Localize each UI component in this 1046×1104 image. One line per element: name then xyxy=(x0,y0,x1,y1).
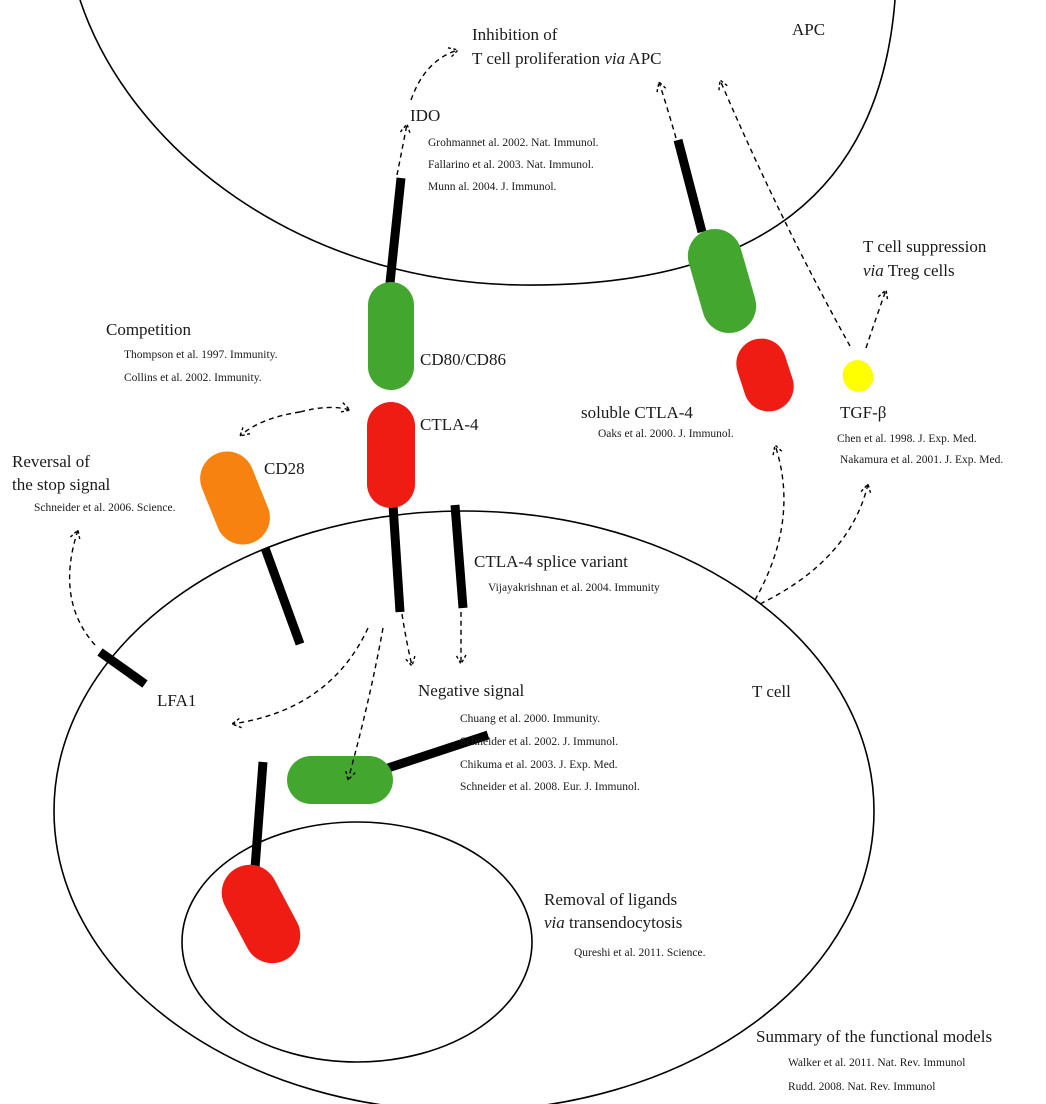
endocytosed-ctla4-tail xyxy=(250,761,268,869)
svg-text:Munn al. 2004. J. Immunol.: Munn al. 2004. J. Immunol. xyxy=(428,181,557,193)
svg-text:Walker et al. 2011. Nat. Rev.: Walker et al. 2011. Nat. Rev. Immunol xyxy=(788,1057,965,1069)
tgf-inhibition-arrow xyxy=(720,80,851,347)
inhibition-title-line1: Inhibition of xyxy=(472,25,558,44)
t-cell-membrane xyxy=(53,510,875,1104)
ctla4-t-cell xyxy=(367,402,415,508)
cd80-cd86-label: CD80/CD86 xyxy=(420,350,506,369)
competition-arrow xyxy=(240,411,301,436)
cd80-cd86-apc xyxy=(368,282,414,390)
ctla4-negative-arrow xyxy=(402,613,412,666)
removal-reference: Qureshi et al. 2011. Science. xyxy=(574,947,706,959)
removal-line2: via transendocytosis xyxy=(544,913,682,932)
ctla4-label: CTLA-4 xyxy=(420,415,479,434)
svg-text:Chen et al. 1998. J. Exp. Med.: Chen et al. 1998. J. Exp. Med. xyxy=(837,433,977,445)
endosome-vesicle xyxy=(181,821,533,1063)
ido-references: Grohmannet al. 2002. Nat. Immunol. Falla… xyxy=(428,137,599,193)
svg-text:Thompson et al. 1997. Immunity: Thompson et al. 1997. Immunity. xyxy=(124,349,278,361)
summary-references: Walker et al. 2011. Nat. Rev. Immunol Ru… xyxy=(788,1057,965,1093)
t-cell-label: T cell xyxy=(752,682,791,701)
reversal-reference: Schneider et al. 2006. Science. xyxy=(34,502,176,514)
tgf-beta-label: TGF-β xyxy=(840,403,886,422)
transendocytosis-arrow xyxy=(348,627,384,780)
svg-text:Grohmannet al. 2002. Nat. Immu: Grohmannet al. 2002. Nat. Immunol. xyxy=(428,137,599,149)
dashed-arrows xyxy=(70,50,886,780)
treg-suppression-line1: T cell suppression xyxy=(863,237,987,256)
competition-arrow-back xyxy=(299,407,350,412)
lfa1-label: LFA1 xyxy=(157,691,196,710)
svg-text:Chuang et al. 2000. Immunity.: Chuang et al. 2000. Immunity. xyxy=(460,713,600,725)
cd28-tail xyxy=(260,546,305,646)
svg-text:Chikuma et al. 2003. J. Exp. M: Chikuma et al. 2003. J. Exp. Med. xyxy=(460,759,618,771)
ctla4-tail xyxy=(388,504,405,613)
cd28-label: CD28 xyxy=(264,459,305,478)
endocytosed-ctla4 xyxy=(221,864,301,964)
soluble-release-arrow xyxy=(754,445,784,601)
soluble-cd80-cd86 xyxy=(687,229,757,333)
tgf-beta-molecule xyxy=(842,360,874,392)
soluble-ctla4 xyxy=(736,338,794,412)
removal-line1: Removal of ligands xyxy=(544,890,677,909)
competition-label: Competition xyxy=(106,320,192,339)
apc-cell-membrane xyxy=(79,0,896,286)
lfa1-stick xyxy=(97,648,148,688)
splice-variant-label: CTLA-4 splice variant xyxy=(474,552,628,571)
reversal-line2: the stop signal xyxy=(12,475,110,494)
soluble-cd80-tail xyxy=(673,138,707,234)
svg-text:Schneider et al. 2002. J. Immu: Schneider et al. 2002. J. Immunol. xyxy=(460,736,618,748)
summary-title: Summary of the functional models xyxy=(756,1027,992,1046)
reversal-arrow xyxy=(70,530,96,646)
svg-text:Schneider et al. 2008. Eur. J.: Schneider et al. 2008. Eur. J. Immunol. xyxy=(460,781,640,793)
competition-references: Thompson et al. 1997. Immunity. Collins … xyxy=(124,349,278,384)
reversal-line1: Reversal of xyxy=(12,452,90,471)
inhibition-title-line2: T cell proliferation via APC xyxy=(472,49,662,68)
splice-variant-reference: Vijayakrishnan et al. 2004. Immunity xyxy=(488,582,660,594)
endocytosed-cd80-tail xyxy=(386,730,490,773)
soluble-ctla4-label: soluble CTLA-4 xyxy=(581,403,693,422)
svg-text:Nakamura et al. 2001. J. Exp.: Nakamura et al. 2001. J. Exp. Med. xyxy=(840,454,1003,466)
ctla4-splice-variant-stick xyxy=(450,504,468,609)
cd80-apc-tail xyxy=(385,177,406,284)
svg-text:Collins et al. 2002. Immunity.: Collins et al. 2002. Immunity. xyxy=(124,372,262,384)
cd28-protein xyxy=(200,451,270,545)
negative-signal-references: Chuang et al. 2000. Immunity. Schneider … xyxy=(460,713,640,793)
svg-text:Fallarino et al. 2003. Nat. Im: Fallarino et al. 2003. Nat. Immunol. xyxy=(428,159,594,171)
endocytosed-cd80-cd86 xyxy=(287,756,393,804)
ido-label: IDO xyxy=(410,106,440,125)
negative-signal-label: Negative signal xyxy=(418,681,524,700)
ido-arrow xyxy=(397,124,407,176)
treg-suppression-line2: via Treg cells xyxy=(863,261,955,280)
tgf-treg-arrow xyxy=(865,290,886,349)
soluble-ctla4-reference: Oaks et al. 2000. J. Immunol. xyxy=(598,428,734,440)
inhibition-arrow xyxy=(410,50,458,101)
tgf-release-arrow xyxy=(759,484,868,605)
soluble-inhibition-arrow xyxy=(659,82,677,139)
tgf-beta-references: Chen et al. 1998. J. Exp. Med. Nakamura … xyxy=(837,433,1003,466)
lfa1-arrow xyxy=(232,627,369,724)
apc-label: APC xyxy=(792,20,825,39)
svg-text:Rudd. 2008. Nat. Rev. Immunol: Rudd. 2008. Nat. Rev. Immunol xyxy=(788,1081,935,1093)
